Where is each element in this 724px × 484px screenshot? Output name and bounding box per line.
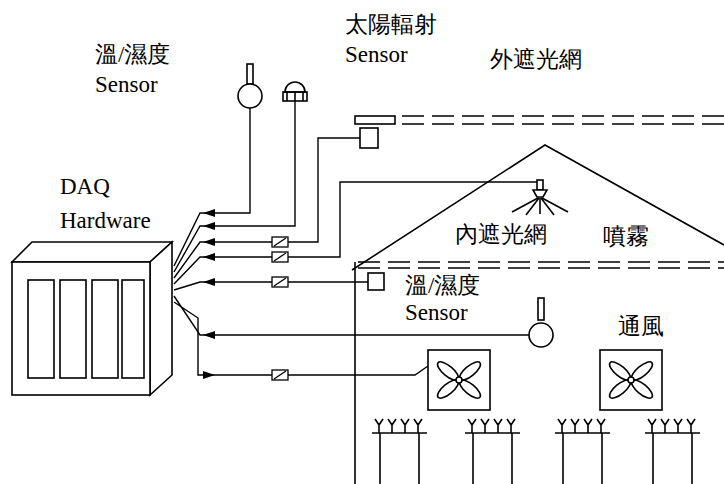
node-heading: DAQ Hardware: [60, 170, 175, 238]
daq-hardware-unit: DAQ Hardware: [10, 168, 175, 398]
fans: [428, 350, 662, 410]
outer-shade-net: [355, 116, 724, 148]
part-label: 內遮光網: [455, 220, 565, 250]
part-label: 噴霧: [603, 222, 673, 252]
plant-pots: [372, 419, 700, 484]
part-label: 溫/濕度 Sensor: [405, 272, 491, 326]
part-label: 太陽輻射 Sensor: [345, 10, 449, 70]
part-label: 溫/濕度 Sensor: [95, 40, 181, 100]
daq-box: [12, 242, 172, 395]
outdoor-sensors: [238, 64, 307, 108]
indoor-sensor: [529, 298, 553, 347]
part-label: 通風: [618, 312, 688, 342]
greenhouse-frame: [352, 145, 724, 484]
relay-boxes: [272, 237, 288, 380]
sprayer: [512, 180, 568, 215]
wire-arrows: [203, 209, 215, 379]
part-label: 外遮光網: [490, 45, 600, 75]
